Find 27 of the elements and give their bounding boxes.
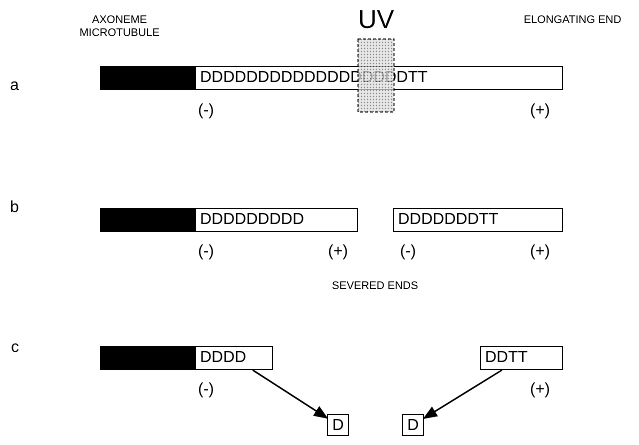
subunit-box: D xyxy=(402,414,424,436)
panel-letter: c xyxy=(11,339,19,357)
caption-label: SEVERED ENDS xyxy=(330,280,420,293)
axoneme-bar xyxy=(100,208,195,232)
polarity-label: (+) xyxy=(530,381,550,399)
heading-label: ELONGATING END xyxy=(522,14,622,27)
arrow xyxy=(422,369,502,419)
polarity-label: (-) xyxy=(198,102,214,120)
zone-label: UV xyxy=(356,6,396,32)
microtubule-segment: DDDDDDDDD xyxy=(195,208,358,232)
panel-letter: a xyxy=(10,77,19,95)
subunit-box: D xyxy=(327,414,349,436)
panel-letter: b xyxy=(10,199,19,217)
polarity-label: (-) xyxy=(400,243,416,261)
polarity-label: (-) xyxy=(198,243,214,261)
microtubule-segment: DDDD xyxy=(195,346,273,370)
arrow xyxy=(252,369,328,419)
polarity-label: (-) xyxy=(198,381,214,399)
axoneme-bar xyxy=(100,66,195,90)
axoneme-bar xyxy=(100,346,195,370)
heading-label: AXONEME MICROTUBULE xyxy=(78,14,161,40)
microtubule-segment: DDDDDDDTT xyxy=(393,208,563,232)
polarity-label: (+) xyxy=(530,243,550,261)
polarity-label: (+) xyxy=(328,243,348,261)
microtubule-segment: DDTT xyxy=(480,346,563,370)
polarity-label: (+) xyxy=(530,102,550,120)
microtubule-segment: DDDDDDDDDDDDDDDDDDTT xyxy=(195,66,563,90)
